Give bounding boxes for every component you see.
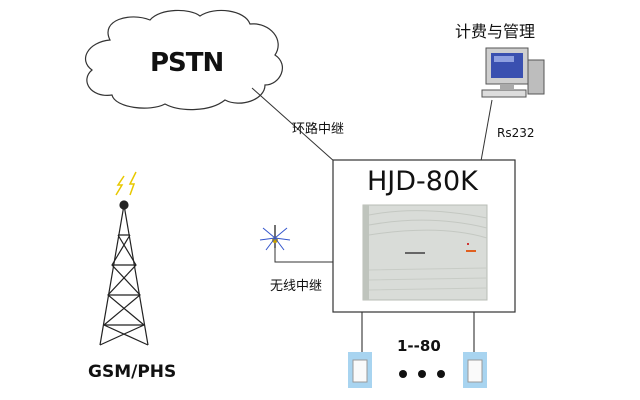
- pstn-label: PSTN: [150, 48, 224, 78]
- pstn-trunk-label: 环路中继: [292, 122, 345, 137]
- rs232-line: [480, 99, 493, 162]
- billing-label: 计费与管理: [455, 22, 536, 41]
- gsm-phs-label: GSM/PHS: [88, 362, 177, 382]
- extensions-range-label: 1--80: [397, 337, 441, 355]
- telephone-icon-1: [348, 352, 372, 388]
- pbx-model-label: HJD-80K: [367, 166, 478, 197]
- ellipsis-dots: [399, 370, 445, 378]
- wireless-trunk-label: 无线中继: [270, 279, 323, 294]
- telephone-icon-2: [463, 352, 487, 388]
- wireless-trunk-line: [274, 245, 333, 263]
- pbx-unit-image: [362, 204, 488, 301]
- computer-icon: [481, 47, 545, 98]
- pstn-trunk-line: [251, 87, 336, 163]
- radio-tower-icon: [99, 171, 149, 346]
- rs232-label: Rs232: [497, 126, 535, 140]
- wireless-antenna-icon: [259, 225, 291, 251]
- pstn-cloud: [85, 9, 283, 111]
